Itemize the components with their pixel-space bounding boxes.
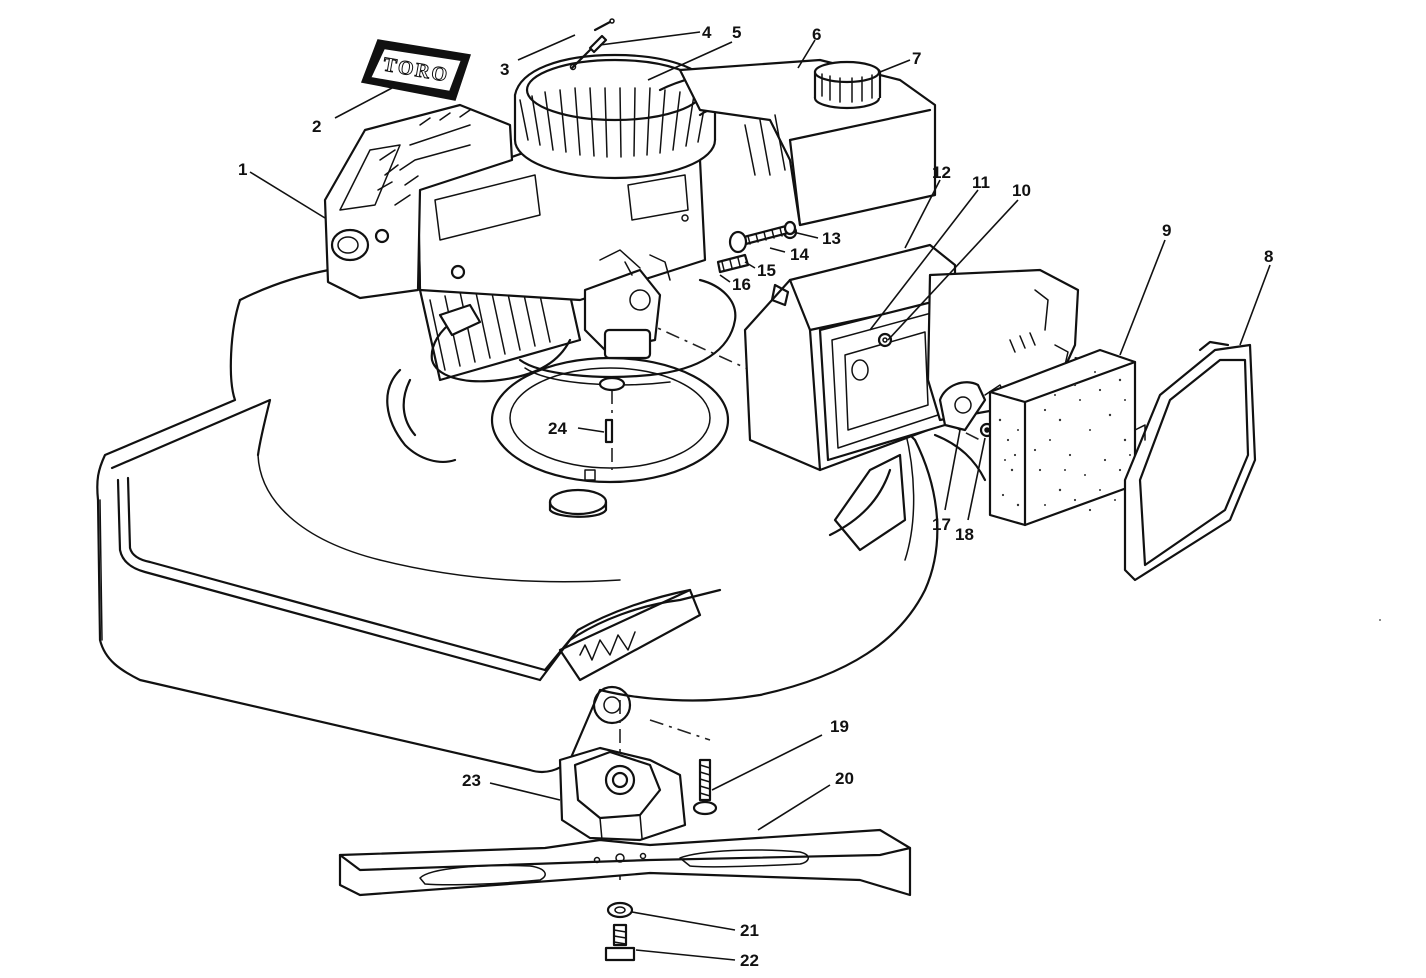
callout-4: 4: [702, 23, 712, 42]
callout-20: 20: [835, 769, 854, 788]
callout-16: 16: [732, 275, 751, 294]
leader-lines: [249, 31, 1271, 961]
air-cleaner-fasteners: [716, 220, 797, 274]
callout-18: 18: [955, 525, 974, 544]
toro-logo-decal: TORO: [360, 39, 471, 101]
scan-speck: [1379, 619, 1381, 621]
callout-1: 1: [238, 160, 247, 179]
callout-9: 9: [1162, 221, 1171, 240]
air-filter-cover: [1123, 340, 1257, 582]
blade-bolt-22: [604, 923, 636, 962]
callout-23: 23: [462, 771, 481, 790]
callout-5: 5: [732, 23, 741, 42]
fuel-tank: [678, 58, 937, 240]
callout-17: 17: [932, 515, 951, 534]
callout-8: 8: [1264, 247, 1273, 266]
callout-14: 14: [790, 245, 809, 264]
callout-labels: 1 2 3 4 5 6 7 8 9 10 11 12 13 14 15 16 1…: [238, 23, 1273, 970]
callout-15: 15: [757, 261, 776, 280]
blade: [338, 828, 912, 897]
adapter-bolt-19: [692, 758, 718, 816]
callout-2: 2: [312, 117, 321, 136]
callout-12: 12: [932, 163, 951, 182]
callout-19: 19: [830, 717, 849, 736]
callout-24: 24: [548, 419, 567, 438]
blade-adapter: [558, 746, 687, 842]
washer-21: [606, 901, 634, 919]
callout-22: 22: [740, 951, 759, 970]
toro-logo-text: TORO: [381, 53, 450, 86]
callout-3: 3: [500, 60, 509, 79]
callout-11: 11: [972, 173, 990, 192]
callout-10: 10: [1012, 181, 1031, 200]
callout-13: 13: [822, 229, 841, 248]
callout-21: 21: [740, 921, 759, 940]
callout-6: 6: [812, 25, 821, 44]
callout-7: 7: [912, 49, 921, 68]
air-cleaner-body: [743, 243, 957, 472]
throttle-cable-parts: [569, 18, 615, 71]
engine: [323, 53, 792, 444]
